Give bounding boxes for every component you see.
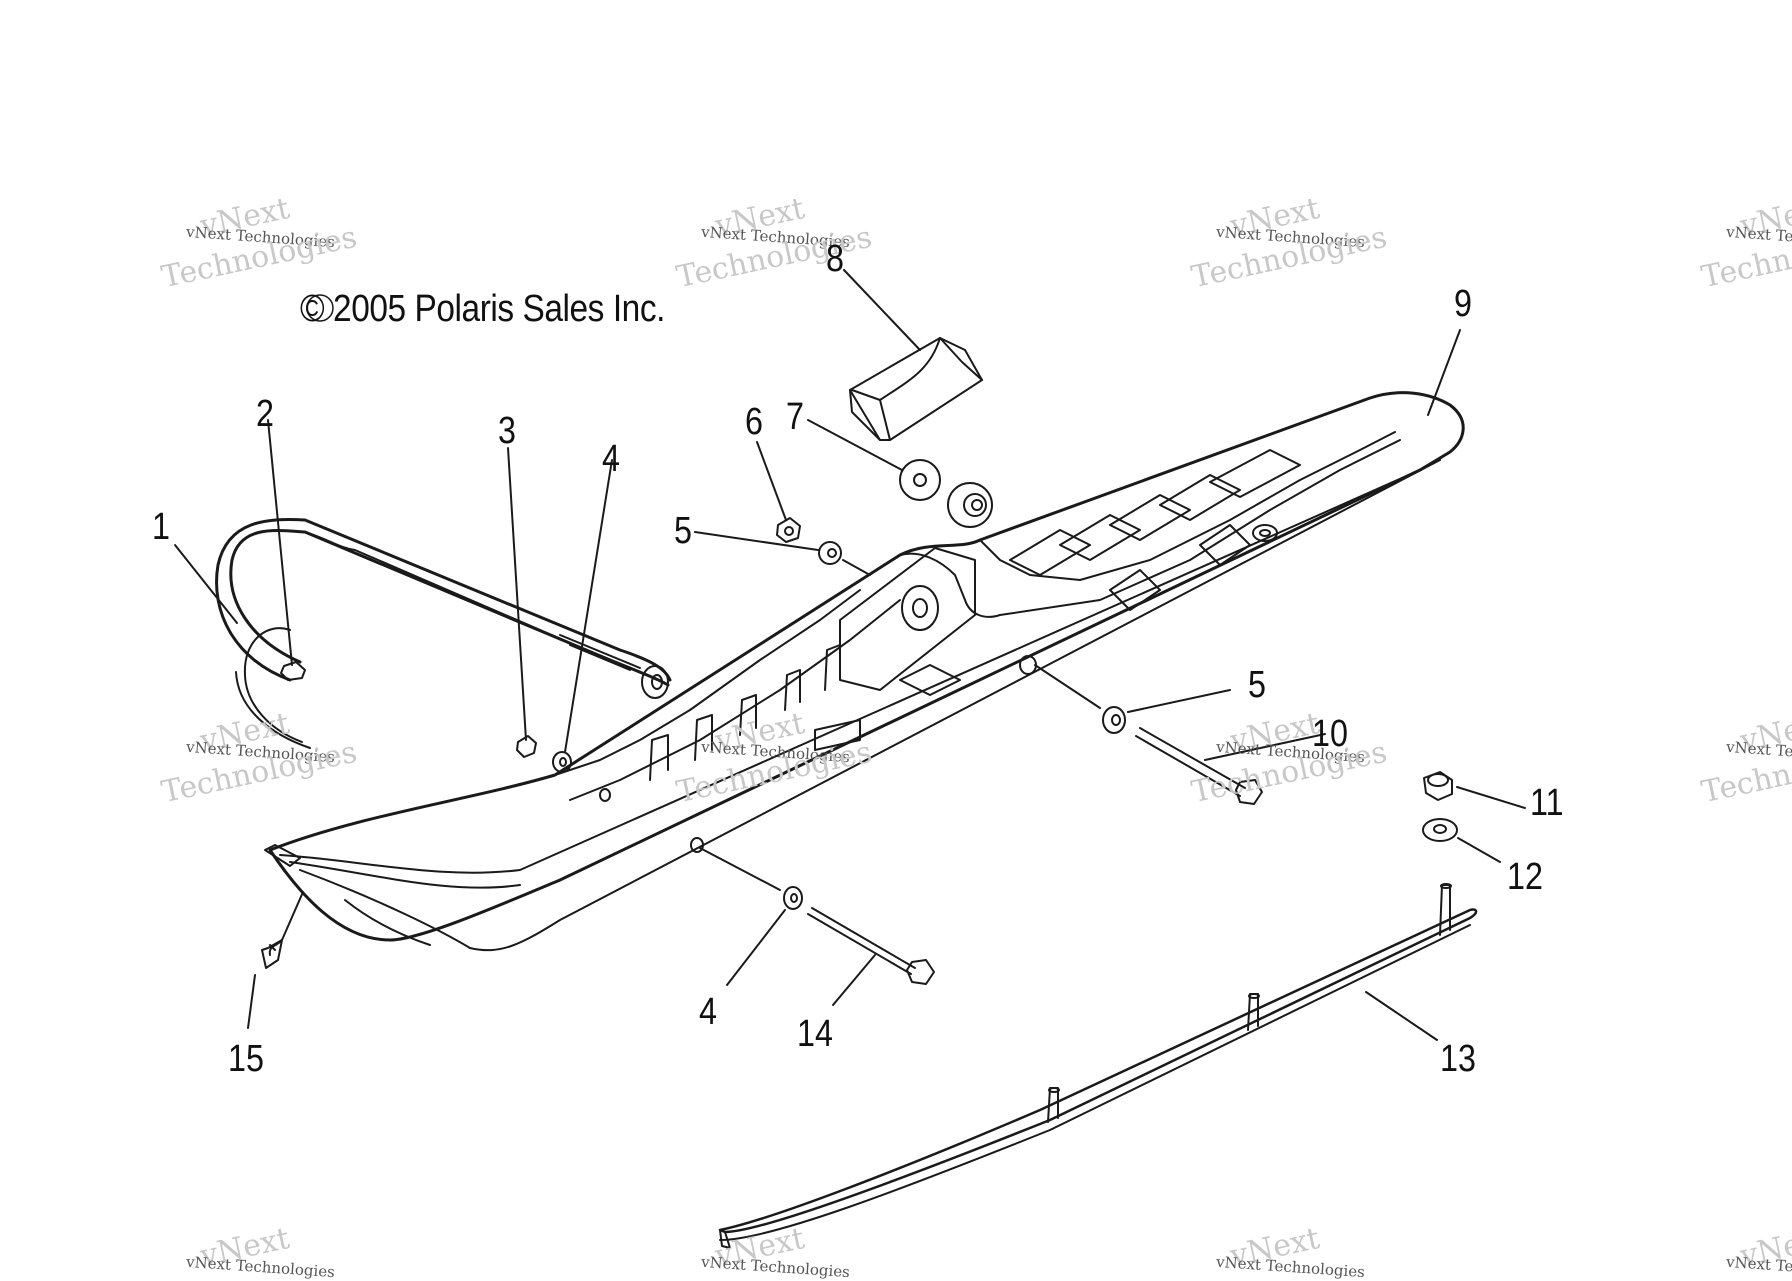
callout-9: 9 (1454, 283, 1472, 325)
left-nut (516, 735, 537, 758)
copyright-symbol-icon (306, 294, 334, 322)
copyright-text: © 2005 Polaris Sales Inc. (300, 288, 665, 330)
wear-bar (718, 883, 1478, 1249)
callout-6: 6 (745, 401, 763, 443)
leader-lines (174, 269, 1526, 1041)
callout-14: 14 (797, 1013, 833, 1055)
callout-13: 13 (1440, 1038, 1476, 1080)
callout-7: 7 (786, 396, 804, 438)
flat-washer (1422, 818, 1458, 842)
callout-15: 15 (228, 1038, 264, 1080)
rivet (261, 939, 283, 969)
callout-3: 3 (498, 410, 516, 452)
bolt-14 (807, 907, 935, 985)
callout-4: 4 (602, 438, 620, 480)
callout-10: 10 (1312, 713, 1348, 755)
bushing-washer (899, 459, 993, 528)
washer-left (552, 751, 572, 773)
callout-8: 8 (826, 238, 844, 280)
callout-2: 2 (256, 393, 274, 435)
callout-1: 1 (152, 506, 170, 548)
bolt-10 (1135, 727, 1263, 805)
top-nut (776, 517, 801, 543)
lock-nut (1423, 771, 1453, 801)
ski-body (264, 391, 1465, 952)
ski-pad (849, 337, 983, 441)
callout-4b: 4 (699, 991, 717, 1033)
washer-top (818, 541, 842, 565)
ski-loop-handle (215, 518, 672, 749)
callout-5b: 5 (1248, 664, 1266, 706)
washer-right (1102, 706, 1126, 734)
callout-12: 12 (1507, 856, 1543, 898)
handle-nut (280, 661, 306, 681)
washer-bottom (783, 886, 803, 910)
callout-5: 5 (674, 510, 692, 552)
callout-11: 11 (1530, 782, 1564, 824)
